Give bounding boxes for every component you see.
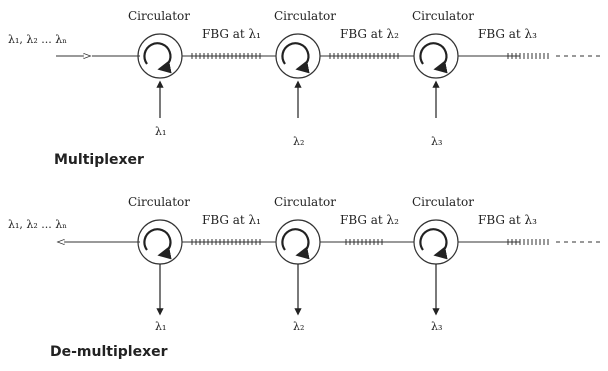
demux-fbg-grating-1 [191,239,261,245]
mux-circulator-label-3: Circulator [412,9,474,23]
demux-circulator-3 [413,219,459,265]
mux-circulator-3 [413,33,459,79]
mux-circulator-1 [137,33,183,79]
demux-circulator-1 [137,219,183,265]
multiplexer-section: λ₁, λ₂ ... λₙ Circulator Circulator Circ… [8,9,600,168]
mux-circulator-label-2: Circulator [274,9,336,23]
mux-fbg-label-3: FBG at λ₃ [478,27,537,41]
demux-circulator-label-3: Circulator [412,195,474,209]
mux-port-label-2: λ₂ [293,135,304,148]
mux-circulator-label-1: Circulator [128,9,190,23]
demux-circulator-2 [275,219,321,265]
demux-fbg-label-1: FBG at λ₁ [202,213,261,227]
demultiplexer-section: λ₁, λ₂ ... λₙ Circulator Circulator Circ… [8,195,600,360]
mux-fbg-grating-1 [191,53,261,59]
demux-port-label-2: λ₂ [293,320,304,333]
demux-fbg-grating-3 [507,239,600,245]
mux-port-label-1: λ₁ [155,125,166,138]
demux-fbg-label-3: FBG at λ₃ [478,213,537,227]
demux-fbg-label-2: FBG at λ₂ [340,213,399,227]
mux-input-label: λ₁, λ₂ ... λₙ [8,33,67,46]
mux-fbg-label-1: FBG at λ₁ [202,27,261,41]
demux-circulator-label-2: Circulator [274,195,336,209]
demux-output-label: λ₁, λ₂ ... λₙ [8,218,67,231]
mux-fbg-grating-2 [329,53,399,59]
demux-section-label: De-multiplexer [50,344,168,360]
mux-port-label-3: λ₃ [431,135,442,148]
mux-fbg-label-2: FBG at λ₂ [340,27,399,41]
mux-circulator-2 [275,33,321,79]
demux-fbg-grating-2 [345,239,383,245]
mux-section-label: Multiplexer [54,152,144,168]
demux-circulator-label-1: Circulator [128,195,190,209]
demux-port-label-1: λ₁ [155,320,166,333]
demux-port-label-3: λ₃ [431,320,442,333]
mux-fbg-grating-3 [507,53,600,59]
